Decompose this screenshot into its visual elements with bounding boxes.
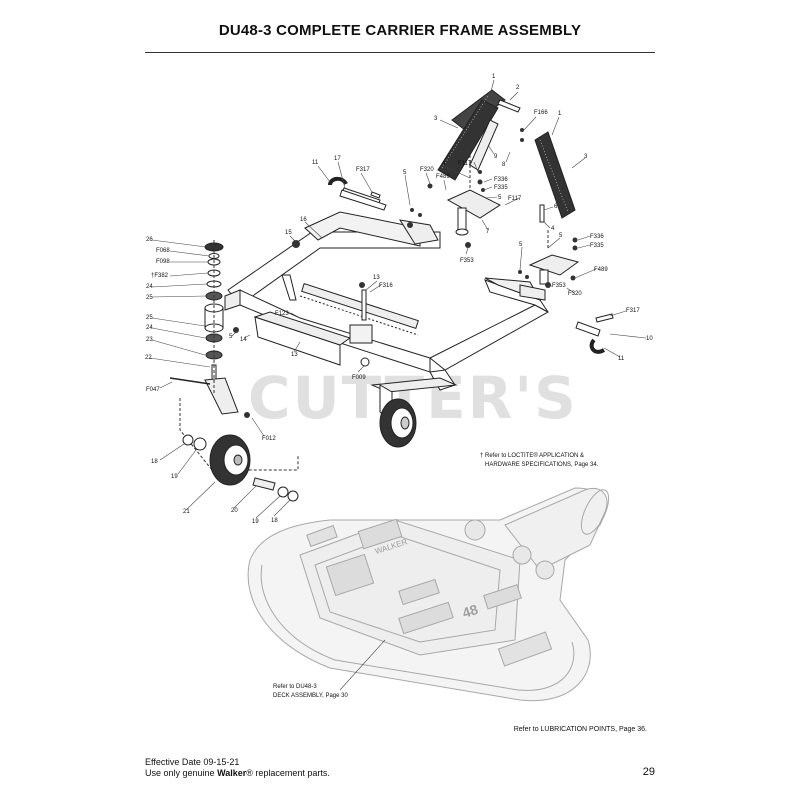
callout-F117: F117 — [458, 161, 472, 167]
callout-1: 1 — [492, 74, 496, 80]
callout-F009: F009 — [352, 375, 366, 381]
callout-F123: F123 — [275, 311, 289, 317]
callout-F335: F335 — [590, 243, 604, 249]
callout-8: 8 — [502, 162, 506, 168]
callout-19: 19 — [171, 474, 178, 480]
callout-18: 18 — [151, 459, 158, 465]
pivot-arm-left — [446, 189, 502, 236]
callout-22: 22 — [145, 355, 152, 361]
latch-handle-right — [575, 321, 606, 354]
callout-11: 11 — [618, 356, 625, 362]
callout-17: 17 — [334, 156, 341, 162]
hardware-fasteners — [233, 128, 578, 418]
callout-4: 4 — [551, 226, 555, 232]
callout-21: 21 — [183, 509, 190, 515]
callout-F353: F353 — [460, 258, 474, 264]
callout-F489: F489 — [594, 267, 608, 273]
exploded-view-guides — [179, 140, 549, 471]
callout-F047: F047 — [146, 387, 160, 393]
callout-5: 5 — [403, 170, 407, 176]
footer-effective-date: Effective Date 09-15-21 — [145, 757, 240, 767]
callout-F382: †F382 — [151, 273, 169, 279]
callout-25: 25 — [146, 315, 153, 321]
callout-3: 3 — [584, 154, 588, 160]
footer-genuine-parts-note: Use only genuine Walker® replacement par… — [145, 768, 330, 778]
loctite-note-line2: HARDWARE SPECIFICATIONS, Page 34. — [485, 462, 599, 468]
title-divider — [145, 52, 655, 53]
pivot-arm-right — [528, 254, 580, 285]
callout-26: 26 — [146, 237, 153, 243]
deck-note-line1: Refer to DU48-3 — [273, 684, 317, 690]
deck-assembly-illustration — [247, 487, 610, 702]
caster-wheel-right — [379, 384, 417, 448]
callout-2: 2 — [516, 85, 520, 91]
spring-rod — [469, 119, 499, 171]
callout-6: 6 — [554, 204, 558, 210]
callout-F353: F353 — [552, 283, 566, 289]
callout-20: 20 — [231, 508, 238, 514]
callout-18: 18 — [271, 518, 278, 524]
callout-F336: F336 — [494, 177, 508, 183]
callout-4: 4 — [442, 161, 446, 167]
callout-F068: F068 — [156, 248, 170, 254]
caster-hardware-stack — [169, 242, 239, 415]
callout-F317: F317 — [626, 308, 640, 314]
callout-23: 23 — [146, 337, 153, 343]
loctite-note-line1: † Refer to LOCTITE® APPLICATION & — [480, 452, 584, 459]
callout-5: 5 — [519, 242, 523, 248]
callout-10: 10 — [646, 336, 653, 342]
page-title: DU48-3 COMPLETE CARRIER FRAME ASSEMBLY — [218, 22, 582, 39]
callout-1: 1 — [558, 111, 562, 117]
callout-19: 19 — [252, 519, 259, 525]
bolt-pins — [361, 99, 614, 323]
callout-14: 14 — [240, 337, 247, 343]
callout-5: 5 — [498, 195, 502, 201]
footer-use-suffix: ® replacement parts. — [246, 768, 330, 778]
callout-F320: F320 — [420, 167, 434, 173]
callout-F336: F336 — [590, 234, 604, 240]
callout-F317: F317 — [356, 167, 370, 173]
callout-15: 15 — [285, 230, 292, 236]
callout-labels: 1 2 F166 1 3 9 F117 8 3 11 17 F317 F320 … — [145, 74, 653, 525]
page-number: 29 — [642, 766, 655, 778]
callout-13: 13 — [291, 352, 298, 358]
callout-16: 16 — [300, 217, 307, 223]
callout-9: 9 — [494, 154, 498, 160]
callout-F316: F316 — [379, 283, 393, 289]
lubrication-note: Refer to LUBRICATION POINTS, Page 36. — [513, 726, 647, 733]
carrier-frame — [224, 211, 550, 393]
callout-F335: F335 — [494, 185, 508, 191]
callout-7: 7 — [486, 229, 490, 235]
callout-13: 13 — [373, 275, 380, 281]
callout-F489: F489 — [436, 174, 450, 180]
callout-F320: F320 — [568, 291, 582, 297]
callout-F012: F012 — [262, 436, 276, 442]
caster-wheel-left — [182, 434, 299, 502]
spring-left — [437, 89, 506, 181]
callout-24: 24 — [146, 284, 153, 290]
callout-11: 11 — [312, 160, 319, 166]
footer-brand: Walker — [217, 768, 247, 778]
spring-right — [534, 131, 576, 219]
bumper-bar-parts — [253, 311, 373, 367]
callout-F166: F166 — [534, 110, 548, 116]
spring-pin-17 — [339, 189, 387, 211]
callout-5: 5 — [229, 334, 233, 340]
callout-leaders — [149, 79, 647, 691]
deck-note-line2: DECK ASSEMBLY, Page 30 — [273, 693, 348, 699]
callout-25: 25 — [146, 295, 153, 301]
callout-5: 5 — [559, 233, 563, 239]
callout-F117: F117 — [508, 196, 522, 202]
footer-use-prefix: Use only genuine — [145, 768, 218, 778]
deck-size-badge: 48 — [460, 601, 480, 621]
callout-F098: F098 — [156, 259, 170, 265]
callout-24: 24 — [146, 325, 153, 331]
callout-3: 3 — [434, 116, 438, 122]
